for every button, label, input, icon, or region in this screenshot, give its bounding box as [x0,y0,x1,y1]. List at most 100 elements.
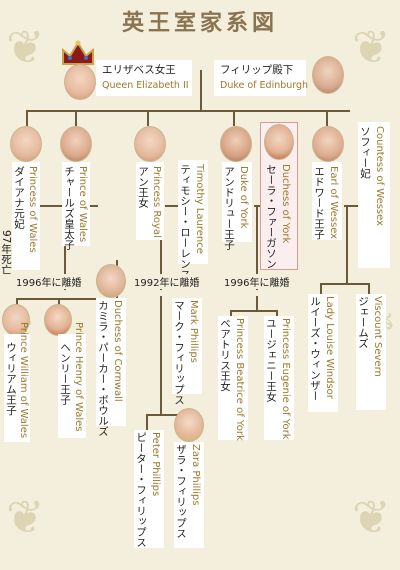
diana-name-en: Princess of Wales [27,166,38,253]
charles-name-en: Prince of Wales [77,166,88,243]
connector [16,298,118,300]
diana-name-ja: ダイアナ元妃 [13,166,25,229]
connector [64,205,66,290]
connector [160,296,162,416]
connector [75,110,77,126]
james-name-ja: ジェームズ [357,296,369,349]
anne-box [136,162,164,240]
camilla-name-ja: カミラ・パーカー・ボウルズ [97,300,109,437]
connector [320,283,322,295]
divorce-note-charles: 1996年に離婚 [14,274,84,289]
flourish-bottom-right: ❦ [352,490,391,544]
connector [147,110,149,126]
divorce-note-anne: 1992年に離婚 [132,274,202,289]
charles-name-ja: チャールズ皇太子 [63,166,75,250]
edward-name-en: Earl of Wessex [328,166,339,240]
andrew-name-en: Duke of York [238,166,249,229]
philip-name-en: Duke of Edinburgh [220,80,309,91]
flourish-top-left: ❦ [6,20,45,74]
divorce-note-andrew: 1996年に離婚 [222,274,292,289]
diana-note: 97年死亡 [0,230,12,275]
sophie-name-en: Countess of Wessex [374,126,385,227]
charles-photo [60,126,92,162]
sarah-name-en: Duchess of York [280,164,291,244]
james-name-en: Viscount Severn [372,296,383,377]
sarah-photo [264,124,294,160]
timothy-name-en: Timothy Laurence [194,164,205,254]
beatrice-name-ja: ベアトリス王女 [219,318,231,392]
mark-name-en: Mark Phillips [188,300,199,363]
andrew-name-ja: アンドリュー王子 [223,166,235,250]
peter-box [134,430,164,548]
flourish-top-right: ❦ [352,20,391,74]
connector [146,414,148,430]
louise-name-en: Lady Louise Windsor [324,296,335,399]
connector [230,310,278,312]
page-title: 英王室家系図 [121,10,278,36]
zara-name-ja: ザラ・フィリップス [175,444,187,539]
queen-photo [64,64,96,100]
anne-name-en: Princess Royal [151,166,162,238]
queen-box [96,60,192,96]
connector [256,296,258,312]
harry-photo [44,304,72,336]
eugenie-name-ja: ユージェニー王女 [265,318,277,402]
peter-name-ja: ピーター・フィリップス [135,432,147,548]
sophie-box [358,122,390,268]
timothy-name-ja: ティモシー・ローレンス [179,164,191,280]
harry-name-ja: ヘンリー王子 [59,342,71,405]
sophie-name-ja: ソフィー妃 [359,126,371,179]
edward-name-ja: エドワード王子 [313,166,325,240]
crown-icon [62,40,94,65]
philip-box [214,60,306,96]
connector [165,205,179,207]
andrew-box [222,162,252,242]
anne-photo [134,126,166,162]
beatrice-box [218,316,248,440]
william-box [4,334,30,442]
eugenie-name-en: Princess Eugenie of York [280,318,291,440]
philip-name-ja: フィリップ殿下 [220,64,294,76]
queen-name-en: Queen Elizabeth II [102,80,189,91]
edward-box [312,162,342,240]
philip-photo [312,56,344,94]
zara-photo [174,408,204,442]
connector [326,110,328,126]
mark-box [172,298,202,394]
harry-box [58,334,86,438]
connector [160,205,162,290]
connector [233,110,235,126]
charles-box [62,162,90,246]
harry-name-en: Prince Henry of Wales [73,322,84,432]
louise-name-ja: ルイーズ・ウィンザー [309,296,321,401]
connector [344,205,358,207]
edward-photo [312,126,344,162]
connector [200,70,202,112]
zara-box [174,442,204,548]
beatrice-name-en: Princess Beatrice of York [234,318,245,441]
peter-name-en: Peter Phillips [150,432,161,497]
william-photo [2,304,30,336]
connector [26,110,28,126]
mark-name-ja: マーク・フィリップス [173,300,185,405]
camilla-name-en: Duchess of Cornwall [112,300,123,402]
louise-box [308,294,338,412]
timothy-box [178,160,208,264]
connector [368,283,370,295]
camilla-photo [96,264,126,298]
william-name-ja: ウィリアム王子 [5,342,17,416]
zara-name-en: Zara Phillips [190,444,201,506]
connector [254,205,262,207]
connector [320,283,370,285]
james-box [356,294,386,410]
connector [230,310,232,316]
connector [346,205,348,285]
connector [276,310,278,316]
eugenie-box [264,316,294,440]
camilla-box [96,298,126,426]
connector [256,205,258,290]
william-name-en: Prince William of Wales [18,322,29,439]
queen-name-ja: エリザベス女王 [102,64,176,76]
diana-photo [10,126,42,162]
